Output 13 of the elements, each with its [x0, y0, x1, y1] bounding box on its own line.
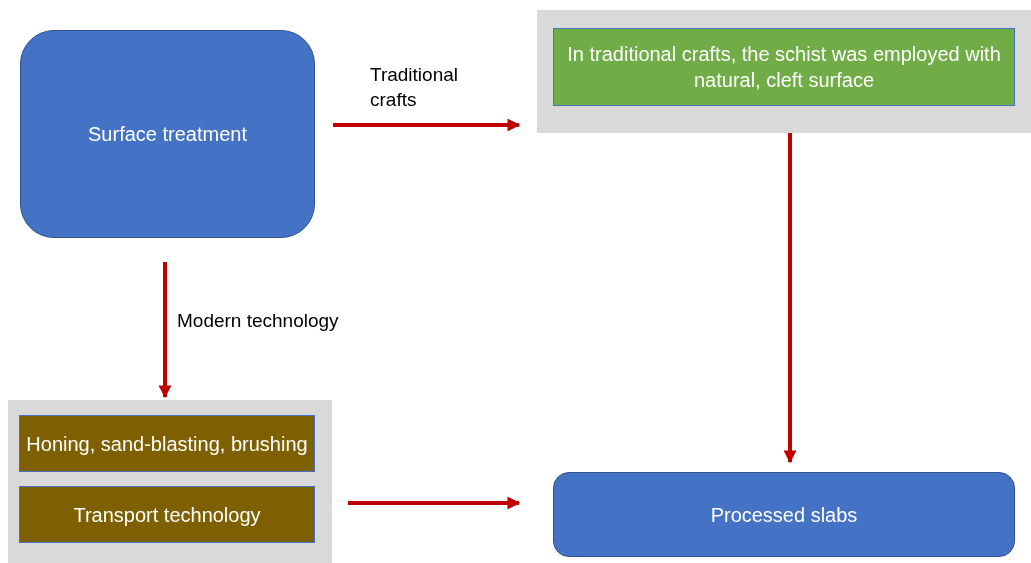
- edge-label: Modern technology: [177, 309, 339, 333]
- process-box: Honing, sand-blasting, brushing: [19, 415, 315, 472]
- panel-background: [8, 400, 332, 563]
- arrow: [333, 118, 521, 132]
- edge-label: Traditional crafts: [370, 63, 459, 112]
- arrow: [348, 496, 521, 510]
- process-box: Processed slabs: [553, 472, 1015, 557]
- process-box: In traditional crafts, the schist was employed with natural, cleft surface: [553, 28, 1015, 106]
- panel-background: [537, 10, 1031, 133]
- process-box: Surface treatment: [20, 30, 315, 238]
- process-box: Transport technology: [19, 486, 315, 543]
- arrow: [158, 262, 172, 399]
- arrow: [783, 133, 797, 464]
